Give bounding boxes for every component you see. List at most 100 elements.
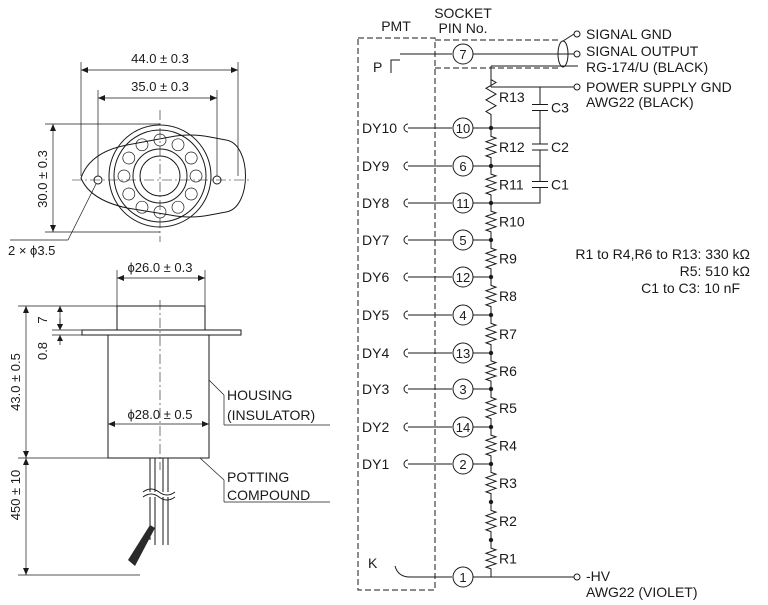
socket-pin-number: 4	[459, 308, 466, 323]
socket-pin-number: 2	[459, 457, 466, 472]
dynode-label: DY1	[362, 456, 389, 472]
dim-body-diameter: ϕ28.0 ± 0.5	[127, 407, 192, 422]
resistor-label: R3	[499, 475, 517, 491]
signal-gnd-label: SIGNAL GND	[586, 26, 672, 42]
dynode-symbol	[403, 384, 409, 394]
resistor-label: R12	[499, 139, 525, 155]
pin-holes	[117, 133, 203, 219]
dim-body-length: 43.0 ± 0.5	[8, 353, 23, 411]
flange-outline	[80, 134, 246, 218]
socket-pin-number: 3	[459, 382, 466, 397]
dynode-symbol	[403, 123, 409, 133]
capacitor-label: C1	[551, 177, 569, 193]
hv-terminal	[573, 573, 581, 581]
node-dot	[488, 537, 494, 543]
socket-pin-number: 14	[456, 420, 470, 435]
node-dot	[488, 274, 494, 280]
node-dot	[488, 386, 494, 392]
resistor-label: R13	[499, 89, 525, 105]
dynode-symbol	[403, 272, 409, 282]
resistor-label: R6	[499, 363, 517, 379]
resistor-label: R1	[499, 551, 517, 567]
socket-outer-ring	[108, 124, 212, 228]
r5-value: R5: 510 kΩ	[680, 263, 750, 279]
housing-label: HOUSING	[227, 387, 292, 403]
compound-label: COMPOUND	[227, 487, 310, 503]
dynode-label: DY7	[362, 232, 389, 248]
side-view: ϕ26.0 ± 0.3 7 0.8 43.0 ± 0.5 ϕ28.0 ± 0.5…	[8, 260, 330, 576]
node-dot	[488, 499, 494, 505]
signal-gnd-terminal	[573, 30, 581, 38]
top-view: 44.0 ± 0.3 35.0 ± 0.3 30.0 ± 0.3 2 × ϕ3.…	[8, 51, 250, 258]
dynode-label: DY2	[362, 419, 389, 435]
pin-hole	[171, 138, 185, 152]
dynode-label: DY8	[362, 195, 389, 211]
resistor	[484, 389, 498, 427]
signal-output-label: SIGNAL OUTPUT	[586, 43, 699, 59]
dim-cap-diameter: ϕ26.0 ± 0.3	[127, 260, 192, 275]
socket-pin-number: 12	[456, 270, 470, 285]
resistor-label: R2	[499, 513, 517, 529]
dynode-symbol	[403, 198, 409, 208]
dynode-symbol	[403, 161, 409, 171]
resistor-label: R4	[499, 438, 517, 454]
power-gnd-terminal	[573, 83, 581, 91]
dynode-symbol	[403, 235, 409, 245]
pin-7-label: 7	[459, 47, 466, 62]
pin-1-label: 1	[459, 570, 466, 585]
power-gnd-wire-label: AWG22 (BLACK)	[586, 94, 694, 110]
resistor-label: R7	[499, 326, 517, 342]
resistor	[484, 427, 498, 464]
dim-flange-thickness: 0.8	[35, 342, 50, 360]
capacitor-label: C3	[551, 100, 569, 116]
cap	[116, 305, 206, 331]
resistor-label: R9	[499, 251, 517, 267]
resistor-values: R1 to R4,R6 to R13: 330 kΩ	[575, 246, 750, 262]
dynode-symbol	[403, 459, 409, 469]
signal-output-terminal	[573, 50, 581, 58]
node-dot	[488, 350, 494, 356]
flange-plate	[81, 329, 242, 336]
schematic: PMT SOCKET PIN No. P K 7 1 SIGNAL GND SI…	[357, 5, 750, 600]
dim-cap-height: 7	[35, 316, 50, 323]
dynode-symbol	[403, 348, 409, 358]
pmt-label: PMT	[381, 18, 411, 34]
resistor	[484, 203, 498, 240]
potting-label: POTTING	[227, 469, 289, 485]
pin-hole	[184, 151, 198, 165]
dynode-label: DY6	[362, 269, 389, 285]
dim-mount-pitch: 35.0 ± 0.3	[131, 79, 189, 94]
dynode-symbol	[403, 422, 409, 432]
insulator-label: (INSULATOR)	[227, 407, 315, 423]
dynode-label: DY5	[362, 307, 389, 323]
resistor	[484, 277, 498, 315]
hv-wire-label: AWG22 (VIOLET)	[586, 584, 698, 600]
pin-no-label: PIN No.	[438, 20, 487, 36]
resistor	[484, 540, 498, 577]
pin-hole	[171, 200, 185, 214]
socket-center-ring	[132, 148, 188, 204]
pmt-box	[357, 37, 436, 591]
socket-label: SOCKET	[434, 5, 492, 21]
dynode-label: DY3	[362, 381, 389, 397]
resistor-label: R8	[499, 288, 517, 304]
dynode-symbol	[403, 310, 409, 320]
dynode-label: DY10	[362, 120, 397, 136]
resistor	[484, 240, 498, 277]
dim-lead-length: 450 ± 10	[8, 470, 23, 521]
capacitor-label: C2	[551, 139, 569, 155]
pin-hole	[117, 169, 131, 183]
power-gnd-label: POWER SUPPLY GND	[586, 79, 732, 95]
resistor-label: R11	[499, 177, 524, 193]
node-dot	[488, 424, 494, 430]
resistor	[484, 315, 498, 353]
resistor	[484, 128, 498, 166]
cathode-label: K	[368, 555, 378, 571]
resistor	[484, 353, 498, 389]
dynode-label: DY9	[362, 158, 389, 174]
pin-hole	[184, 187, 198, 201]
